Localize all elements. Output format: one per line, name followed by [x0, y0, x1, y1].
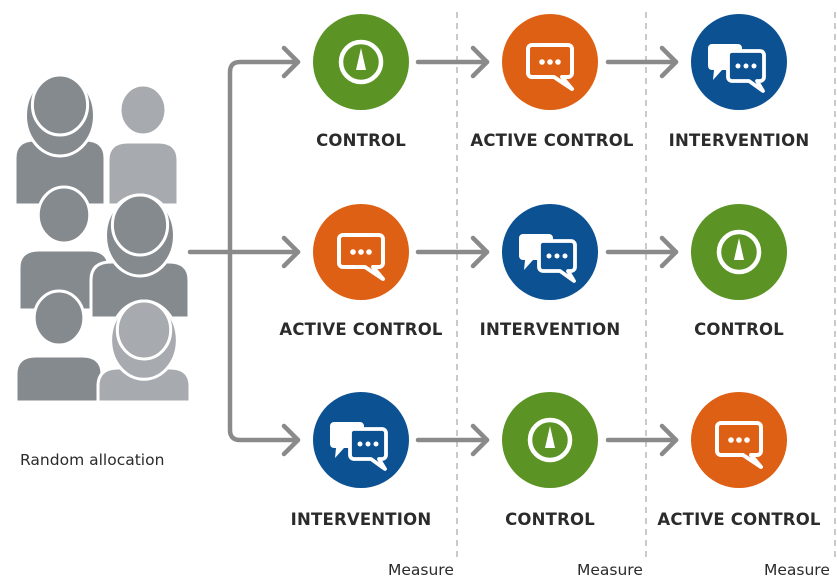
arrow-head — [470, 423, 490, 457]
row2-stage1-label: ACTIVE CONTROL — [279, 320, 443, 339]
row2-stage3-label: CONTROL — [694, 320, 784, 339]
arrow-head — [659, 45, 679, 79]
people-group-icon — [13, 73, 192, 404]
arrow-head — [281, 45, 301, 79]
double-speech-bubble-icon — [502, 204, 598, 300]
arrow-head — [470, 45, 490, 79]
gauge-icon — [313, 14, 409, 110]
row1-stage3-label: INTERVENTION — [668, 131, 810, 150]
row2-stage2-label: INTERVENTION — [479, 320, 621, 339]
branch-connector — [227, 59, 301, 443]
speech-bubble-icon — [313, 204, 409, 300]
row1-stage1-label: CONTROL — [316, 131, 406, 150]
row1-stage2-label: ACTIVE CONTROL — [470, 131, 634, 150]
gauge-icon — [502, 392, 598, 488]
measure-label-2: Measure — [577, 561, 643, 579]
double-speech-bubble-icon — [691, 14, 787, 110]
double-speech-bubble-icon — [313, 392, 409, 488]
measure-label-1: Measure — [388, 561, 454, 579]
row3-stage1-label: INTERVENTION — [290, 510, 432, 529]
arrow-head — [281, 235, 301, 269]
arrow-head — [281, 423, 301, 457]
arrow-head — [659, 423, 679, 457]
arrow-head — [659, 235, 679, 269]
random-allocation-label: Random allocation — [20, 451, 165, 469]
speech-bubble-icon — [691, 392, 787, 488]
speech-bubble-icon — [502, 14, 598, 110]
gauge-icon — [691, 204, 787, 300]
row3-stage2-label: CONTROL — [505, 510, 595, 529]
arrow-head — [470, 235, 490, 269]
measure-label-3: Measure — [764, 561, 830, 579]
row3-stage3-label: ACTIVE CONTROL — [657, 510, 821, 529]
